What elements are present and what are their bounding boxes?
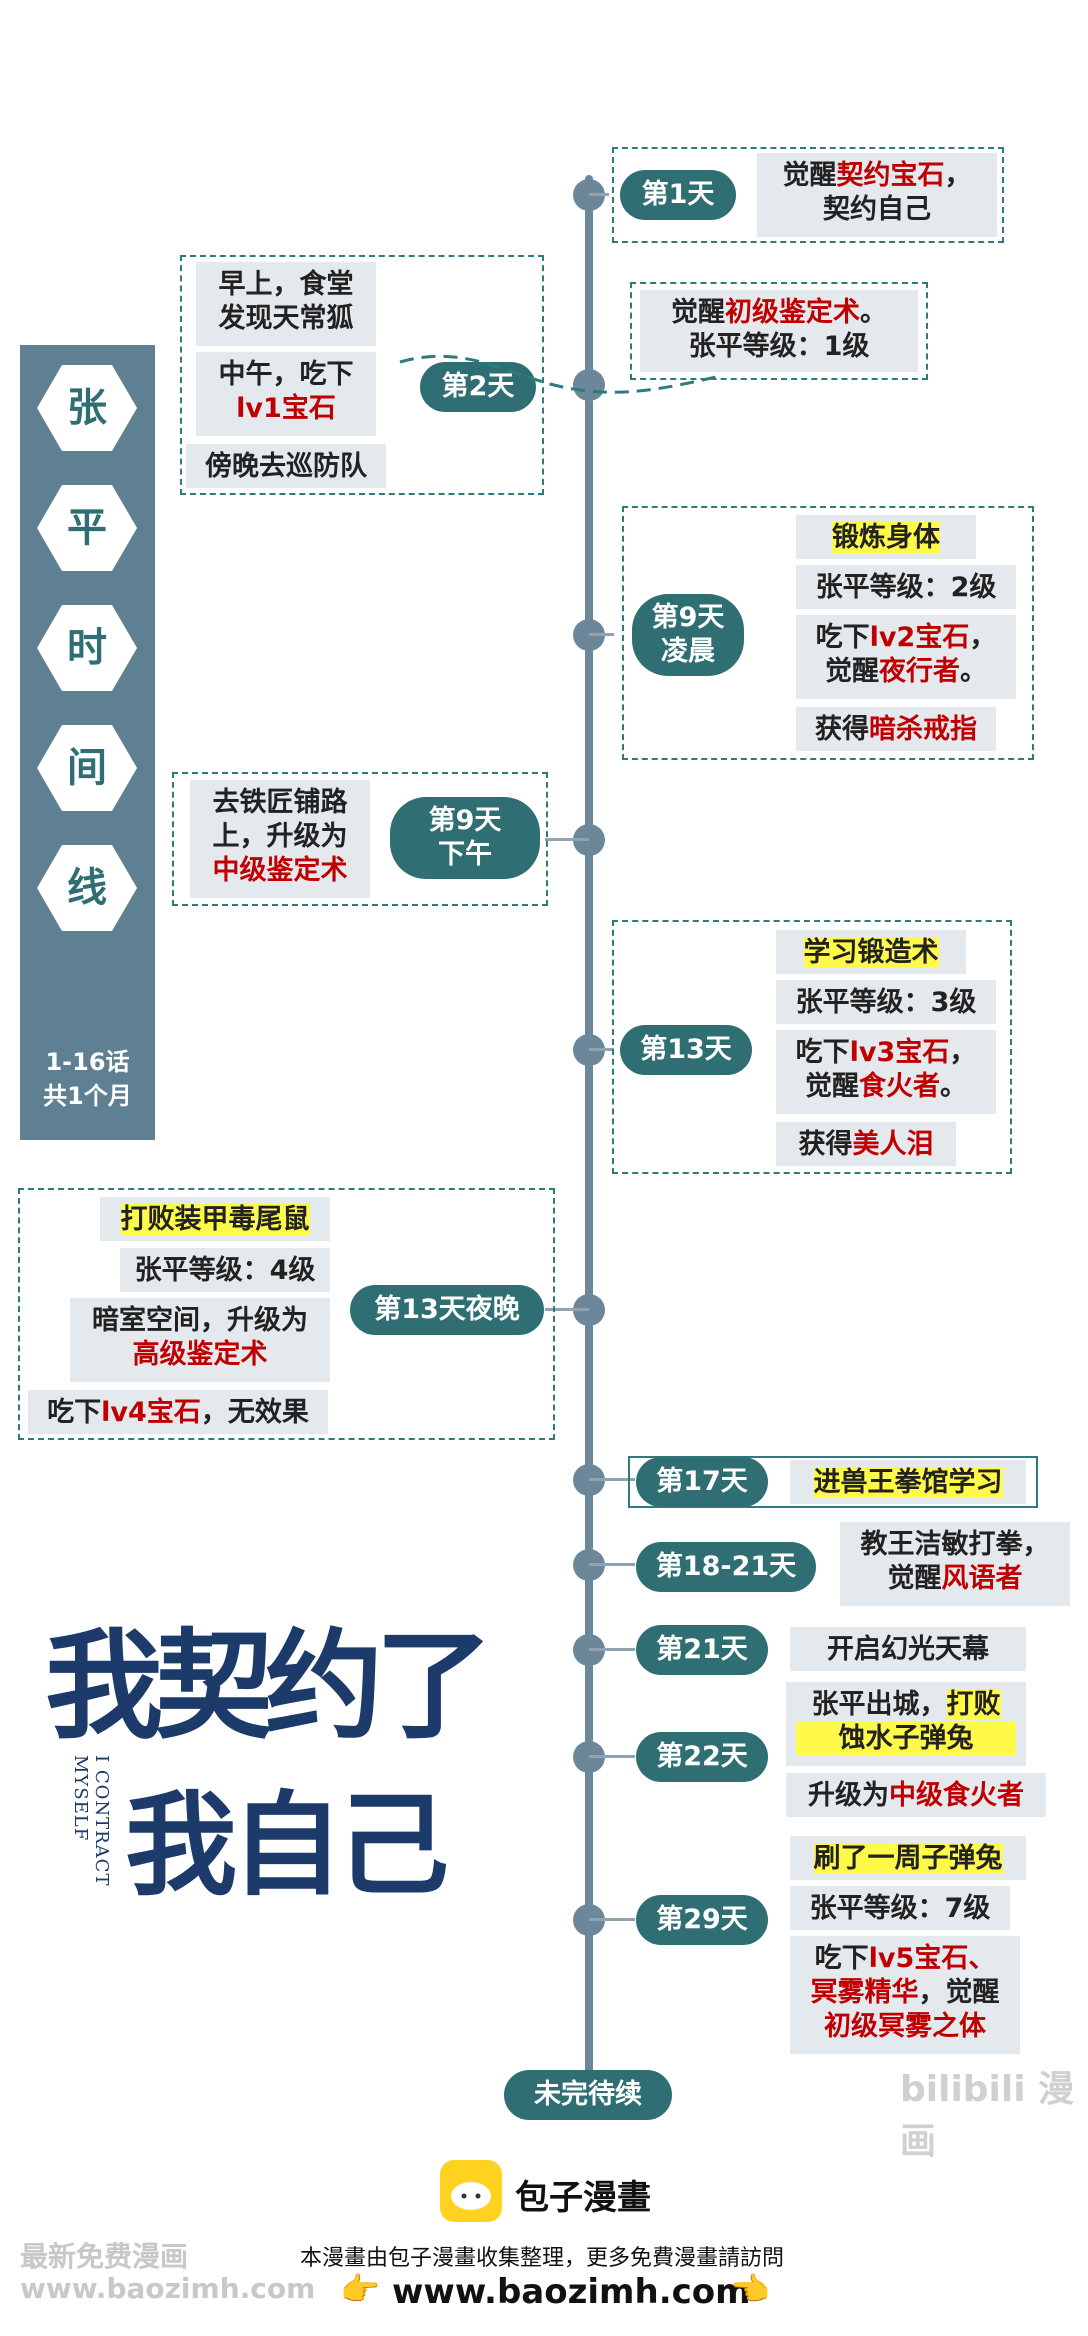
day1-detail: 觉醒契约宝石， 契约自己	[757, 153, 997, 237]
comic-logo-line2: 我自己	[125, 1780, 449, 1911]
day13n-group	[18, 1188, 555, 1440]
day13-group	[612, 920, 1012, 1174]
day18-label: 第18-21天	[636, 1542, 816, 1592]
day17-group	[628, 1456, 1038, 1508]
day29-label: 第29天	[636, 1895, 768, 1945]
connector	[589, 1648, 635, 1651]
left-watermark-2: www.baozimh.com	[20, 2272, 316, 2305]
sidebar-char-1: 张	[37, 365, 137, 451]
day2-left-group	[180, 255, 544, 495]
day22-label: 第22天	[636, 1732, 768, 1782]
day13-gem: 吃下lv3宝石， 觉醒食火者。	[776, 1030, 996, 1114]
day29-farm: 刷了一周子弹兔	[790, 1836, 1026, 1880]
connector	[589, 633, 614, 636]
day29-level: 张平等级：7级	[790, 1886, 1010, 1930]
bilibili-watermark: bilibili 漫画	[900, 2069, 1075, 2162]
day2-right-group	[630, 282, 928, 380]
left-watermark-1: 最新免费漫画	[20, 2240, 189, 2273]
footer-brand: 包子漫畫	[515, 2178, 651, 2218]
to-be-continued: 未完待续	[504, 2070, 672, 2120]
day17-detail: 进兽王拳馆学习	[790, 1460, 1026, 1504]
day13-forge: 学习锻造术	[776, 930, 966, 974]
day2-dashed-curve	[399, 354, 721, 394]
day21-detail: 开启幻光天幕	[790, 1627, 1026, 1671]
baozi-logo-icon	[440, 2160, 502, 2222]
day1-label: 第1天	[620, 170, 736, 220]
day22-upgrade: 升级为中级食火者	[786, 1773, 1046, 1817]
day13n-gem: 吃下lv4宝石，无效果	[28, 1390, 328, 1434]
day21-label: 第21天	[636, 1625, 768, 1675]
sidebar-footer: 1-16话 共1个月	[20, 1045, 155, 1113]
day2-right-detail: 觉醒初级鉴定术。 张平等级：1级	[640, 290, 918, 372]
duration: 共1个月	[43, 1082, 132, 1110]
day22-defeat: 张平出城，打败 蚀水子弹兔	[786, 1682, 1026, 1766]
pointing-hand-icon: 👉	[340, 2270, 380, 2308]
day9m-train: 锻炼身体	[796, 515, 976, 559]
timeline-sidebar: 张 平 时 间 线 1-16话 共1个月	[20, 345, 155, 1140]
day18-detail: 教王洁敏打拳， 觉醒风语者	[840, 1522, 1070, 1606]
connector	[589, 1478, 635, 1481]
connector	[589, 1755, 635, 1758]
comic-logo-english: I CONTRACT MYSELF	[70, 1755, 112, 1887]
day2-morning: 早上，食堂 发现天常狐	[196, 262, 376, 346]
day1-group	[612, 147, 1004, 243]
day29-gem: 吃下lv5宝石、 冥雾精华，觉醒 初级冥雾之体	[790, 1936, 1020, 2054]
day13n-room: 暗室空间，升级为 高级鉴定术	[70, 1298, 330, 1382]
connector	[545, 838, 589, 841]
footer-url-link[interactable]: www.baozimh.com	[392, 2272, 751, 2312]
day9a-detail: 去铁匠铺路 上，升级为 中级鉴定术	[190, 780, 370, 898]
day2-noon: 中午，吃下 lv1宝石	[196, 352, 376, 436]
sidebar-char-3: 时	[37, 605, 137, 691]
day2-evening: 傍晚去巡防队	[186, 444, 386, 488]
day9m-ring: 获得暗杀戒指	[796, 707, 996, 751]
connector	[545, 1308, 589, 1311]
day9m-level: 张平等级：2级	[796, 565, 1016, 609]
timeline-spine	[585, 175, 593, 2095]
day9m-gem: 吃下lv2宝石， 觉醒夜行者。	[796, 615, 1016, 699]
sidebar-char-5: 线	[37, 845, 137, 931]
sidebar-char-4: 间	[37, 725, 137, 811]
chapter-range: 1-16话	[45, 1048, 130, 1076]
connector	[589, 1918, 635, 1921]
day13n-label: 第13天夜晚	[350, 1285, 544, 1335]
day9m-group	[622, 506, 1034, 760]
day13n-defeat: 打败装甲毒尾鼠	[100, 1197, 330, 1241]
day13n-level: 张平等级：4级	[120, 1248, 330, 1292]
connector	[589, 193, 609, 196]
day13-level: 张平等级：3级	[776, 980, 996, 1024]
timeline-dot	[573, 369, 605, 401]
day9a-label: 第9天 下午	[390, 797, 540, 879]
pointing-hand-icon: 👈	[730, 2270, 770, 2308]
day9a-group	[172, 772, 548, 906]
connector	[589, 1048, 614, 1051]
day9m-label: 第9天 凌晨	[632, 594, 744, 676]
day17-label: 第17天	[636, 1457, 768, 1507]
comic-logo-line1: 我契约了	[45, 1616, 493, 1755]
day13-tear: 获得美人泪	[776, 1122, 956, 1166]
day2-label: 第2天	[420, 362, 536, 412]
footer-note: 本漫畫由包子漫畫收集整理，更多免費漫畫請訪問	[300, 2246, 785, 2271]
connector	[589, 1563, 635, 1566]
sidebar-char-2: 平	[37, 485, 137, 571]
day13-label: 第13天	[620, 1025, 752, 1075]
